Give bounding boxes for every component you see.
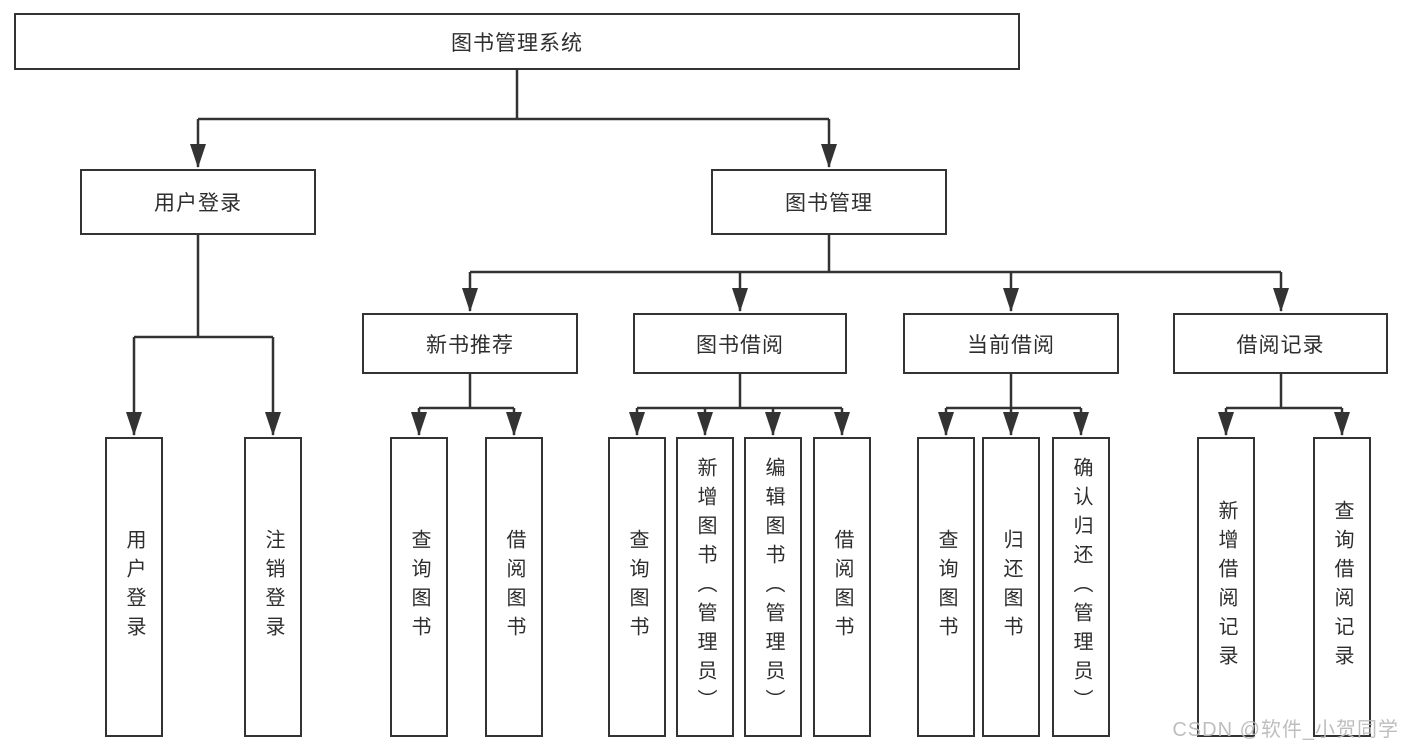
node-leaf-newbooks-query-books: 查询图书: [390, 437, 448, 737]
node-label: 确认归还（管理员）: [1070, 456, 1092, 718]
node-label: 查询图书: [408, 529, 430, 645]
node-label: 借阅图书: [831, 529, 853, 645]
node-label: 新书推荐: [426, 333, 514, 357]
node-label: 图书借阅: [696, 333, 784, 357]
node-label: 图书管理: [785, 192, 873, 215]
node-leaf-borrow-borrow-books: 借阅图书: [813, 437, 871, 737]
csdn-watermark: CSDN @软件_小贺同学: [1172, 719, 1399, 741]
node-label: 查询图书: [626, 529, 648, 645]
connector-borrow-records-to-leaves: [1218, 374, 1350, 436]
connector-new-books-to-leaves: [411, 374, 522, 436]
node-label: 查询借阅记录: [1331, 500, 1353, 674]
connector-user-login-to-leaves: [126, 234, 281, 436]
node-label: 借阅图书: [503, 529, 525, 645]
node-book-management: 图书管理: [711, 169, 947, 235]
node-library-management-system: 图书管理系统: [14, 13, 1020, 70]
node-leaf-borrow-edit-books-admin: 编辑图书（管理员）: [744, 437, 802, 737]
node-label: 用户登录: [154, 192, 242, 215]
node-leaf-borrow-add-books-admin: 新增图书（管理员）: [676, 437, 734, 737]
node-label: 新增图书（管理员）: [694, 456, 716, 718]
node-label: 当前借阅: [967, 333, 1055, 357]
node-user-login: 用户登录: [80, 169, 316, 235]
node-book-borrowing: 图书借阅: [633, 313, 847, 374]
node-leaf-records-add-record: 新增借阅记录: [1197, 437, 1255, 737]
node-label: 查询图书: [935, 529, 957, 645]
node-leaf-newbooks-borrow-books: 借阅图书: [485, 437, 543, 737]
connector-book-mgmt-to-level3: [462, 234, 1289, 312]
node-current-borrowing: 当前借阅: [903, 313, 1119, 374]
node-leaf-current-confirm-return-admin: 确认归还（管理员）: [1052, 437, 1110, 737]
node-label: 新增借阅记录: [1215, 500, 1237, 674]
node-borrow-records: 借阅记录: [1173, 313, 1388, 374]
node-leaf-current-query-books: 查询图书: [917, 437, 975, 737]
node-leaf-logout: 注销登录: [244, 437, 302, 737]
node-leaf-user-login: 用户登录: [105, 437, 163, 737]
connector-root-to-level2: [190, 70, 837, 168]
node-label: 编辑图书（管理员）: [762, 456, 784, 718]
node-label: 借阅记录: [1236, 333, 1325, 357]
node-label: 归还图书: [1000, 529, 1022, 645]
node-leaf-records-query-record: 查询借阅记录: [1313, 437, 1371, 737]
connector-book-borrow-to-leaves: [629, 374, 850, 436]
node-leaf-borrow-query-books: 查询图书: [608, 437, 666, 737]
node-label: 图书管理系统: [451, 31, 583, 55]
node-label: 注销登录: [262, 529, 284, 645]
node-label: 用户登录: [123, 529, 145, 645]
connector-current-borrow-to-leaves: [938, 374, 1089, 436]
node-new-book-recommend: 新书推荐: [362, 313, 578, 374]
node-leaf-current-return-books: 归还图书: [982, 437, 1040, 737]
